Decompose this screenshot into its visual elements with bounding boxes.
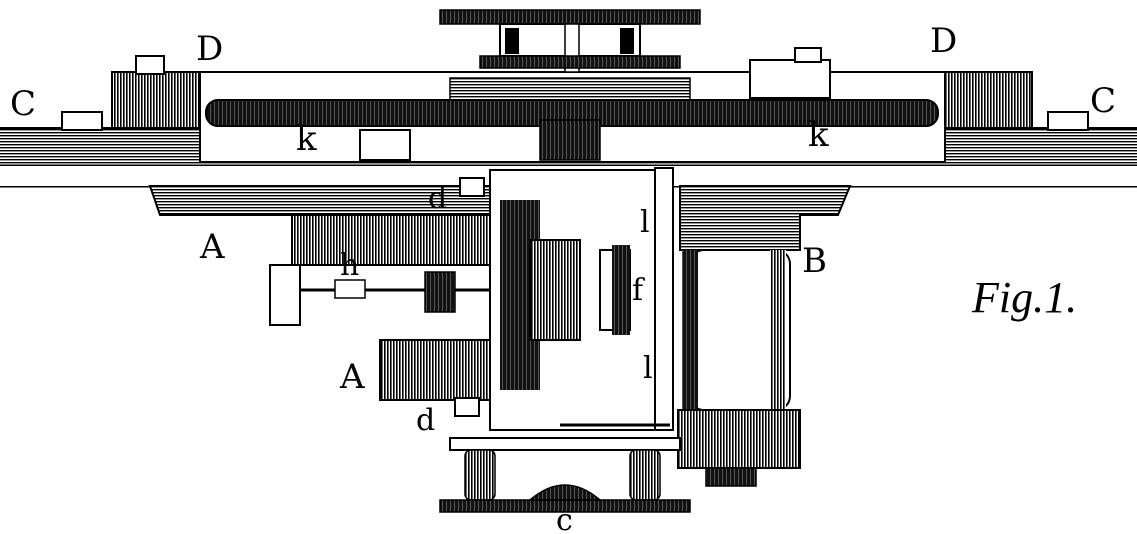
label-k-right: k [808, 115, 829, 155]
label-c-bottom: c [556, 503, 573, 534]
label-a-upper: A [199, 227, 225, 267]
label-k-left: k [296, 119, 317, 159]
label-c-left: C [10, 84, 36, 124]
label-d-lower: d [416, 403, 435, 438]
top-spindle [439, 9, 701, 73]
label-a-lower: A [339, 357, 365, 397]
label-l-upper: l [640, 205, 650, 240]
label-d-left: D [196, 29, 223, 69]
label-h: h [340, 248, 359, 283]
central-mechanism [454, 167, 674, 431]
label-f: f [632, 273, 645, 308]
bottom-spindle [439, 437, 691, 513]
top-beam [111, 47, 1033, 163]
label-d-upper: d [428, 181, 447, 216]
figure-caption: Fig.1. [971, 273, 1077, 322]
housing-a [148, 185, 513, 401]
label-l-lower: l [643, 351, 653, 386]
drum-b [677, 185, 852, 487]
label-c-right: C [1090, 81, 1116, 121]
label-b: B [802, 241, 827, 281]
label-d-right: D [930, 21, 957, 61]
